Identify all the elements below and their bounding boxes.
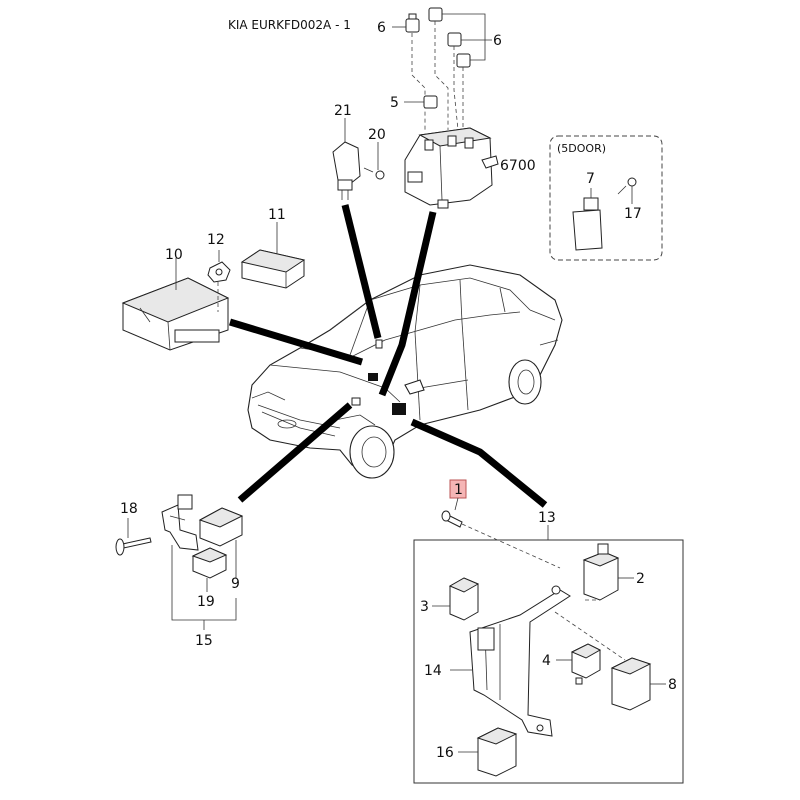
relay-5: [423, 95, 438, 109]
callout-3: 3: [420, 599, 429, 615]
callout-9: 9: [231, 576, 240, 592]
crash-sensor-21: [332, 141, 361, 200]
variant-5door-box: [549, 135, 663, 261]
detail-box-13: [413, 539, 684, 784]
relay-3: [448, 577, 480, 621]
relay-6-stack: [428, 7, 471, 68]
callout-2: 2: [636, 571, 645, 587]
connector-6700: [481, 155, 499, 169]
junction-box: [404, 127, 493, 209]
module-7: [572, 197, 603, 251]
module-marker-door: [392, 403, 406, 415]
callout-18: 18: [120, 501, 138, 517]
bolt-17: [617, 177, 637, 195]
callout-16: 16: [436, 745, 454, 761]
relay-19: [191, 547, 228, 579]
callout-7: 7: [586, 171, 595, 187]
bolt-20: [363, 167, 385, 180]
bolt-18: [115, 537, 152, 556]
module-2: [582, 543, 620, 601]
module-marker-dash: [368, 373, 378, 381]
module-11: [240, 249, 306, 289]
callout-11: 11: [268, 207, 286, 223]
module-16: [476, 727, 518, 777]
relay-4: [570, 643, 602, 685]
control-unit-10: [121, 277, 230, 351]
bracket-15: [161, 494, 199, 551]
callout-13: 13: [538, 510, 556, 526]
location-leaders: [228, 204, 548, 508]
callout-19: 19: [197, 594, 215, 610]
module-marker-kick: [351, 397, 361, 406]
callout-21: 21: [334, 103, 352, 119]
callout-20: 20: [368, 127, 386, 143]
callout-4: 4: [542, 653, 551, 669]
car-illustration: [247, 264, 563, 479]
diagram-title: KIA EURKFD002A - 1: [228, 18, 351, 32]
callout-8: 8: [668, 677, 677, 693]
callout-14: 14: [424, 663, 442, 679]
ref-label-6700: 6700: [500, 158, 536, 174]
nut-12: [207, 261, 231, 283]
screw-1: [441, 510, 463, 528]
variant-5door-label: (5DOOR): [557, 142, 606, 155]
callout-1: 1: [454, 482, 463, 498]
callout-12: 12: [207, 232, 225, 248]
callout-17: 17: [624, 206, 642, 222]
relay-6-left: [405, 13, 420, 33]
module-8: [610, 657, 652, 711]
callout-5: 5: [390, 95, 399, 111]
callout-15: 15: [195, 633, 213, 649]
callout-6-left: 6: [377, 20, 386, 36]
relay-9: [198, 507, 244, 547]
callout-10: 10: [165, 247, 183, 263]
callout-6-right: 6: [493, 33, 502, 49]
mounting-bracket-14: [469, 585, 571, 737]
module-marker-pillar: [375, 339, 383, 349]
